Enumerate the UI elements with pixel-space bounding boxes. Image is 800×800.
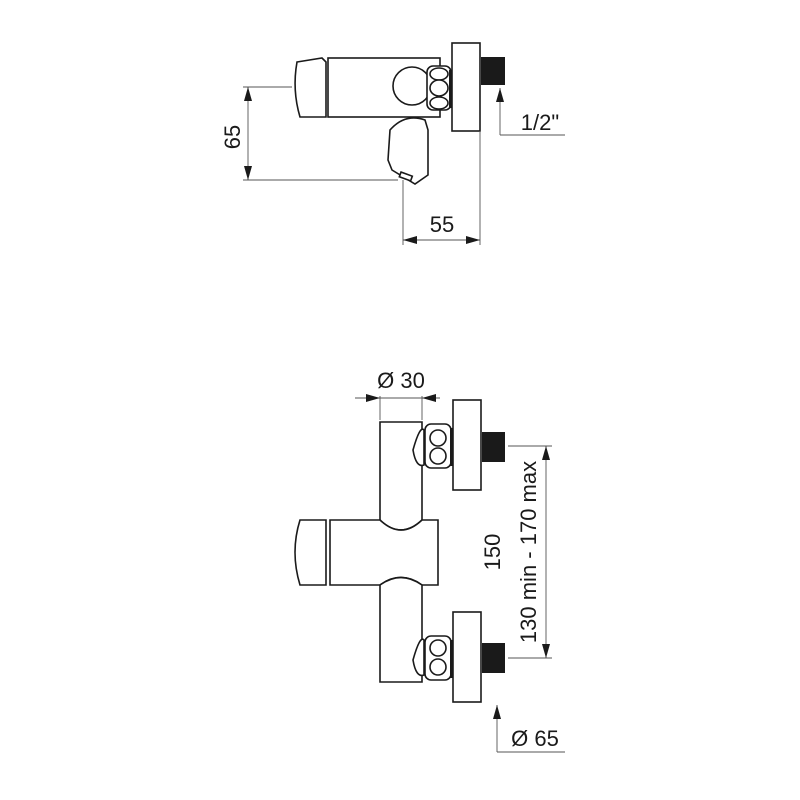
center-distance-label: 150: [480, 534, 505, 571]
upper-tube: [379, 421, 423, 531]
horizontal-body: [329, 519, 439, 586]
adjust-range-label: 130 min - 170 max: [516, 461, 541, 643]
upper-flange: [452, 399, 482, 491]
depth-dimension-label: 55: [430, 212, 454, 237]
handle-cap-front: [294, 519, 327, 586]
wall-flange: [451, 42, 481, 132]
round-knob: [392, 66, 432, 106]
front-view: Ø 30 150 130 min - 170 max Ø 65: [294, 368, 565, 753]
lower-flange: [452, 611, 482, 703]
thread-dimension-label: 1/2": [521, 110, 559, 135]
flange-diameter-label: Ø 65: [511, 726, 559, 751]
upper-inlet: [482, 432, 505, 462]
height-dimension-label: 65: [220, 125, 245, 149]
side-view: 65 55 1/2": [220, 42, 565, 245]
lower-inlet: [482, 643, 505, 673]
threaded-inlet: [481, 57, 505, 85]
handle-cap: [294, 57, 327, 118]
body-diameter-label: Ø 30: [377, 368, 425, 393]
